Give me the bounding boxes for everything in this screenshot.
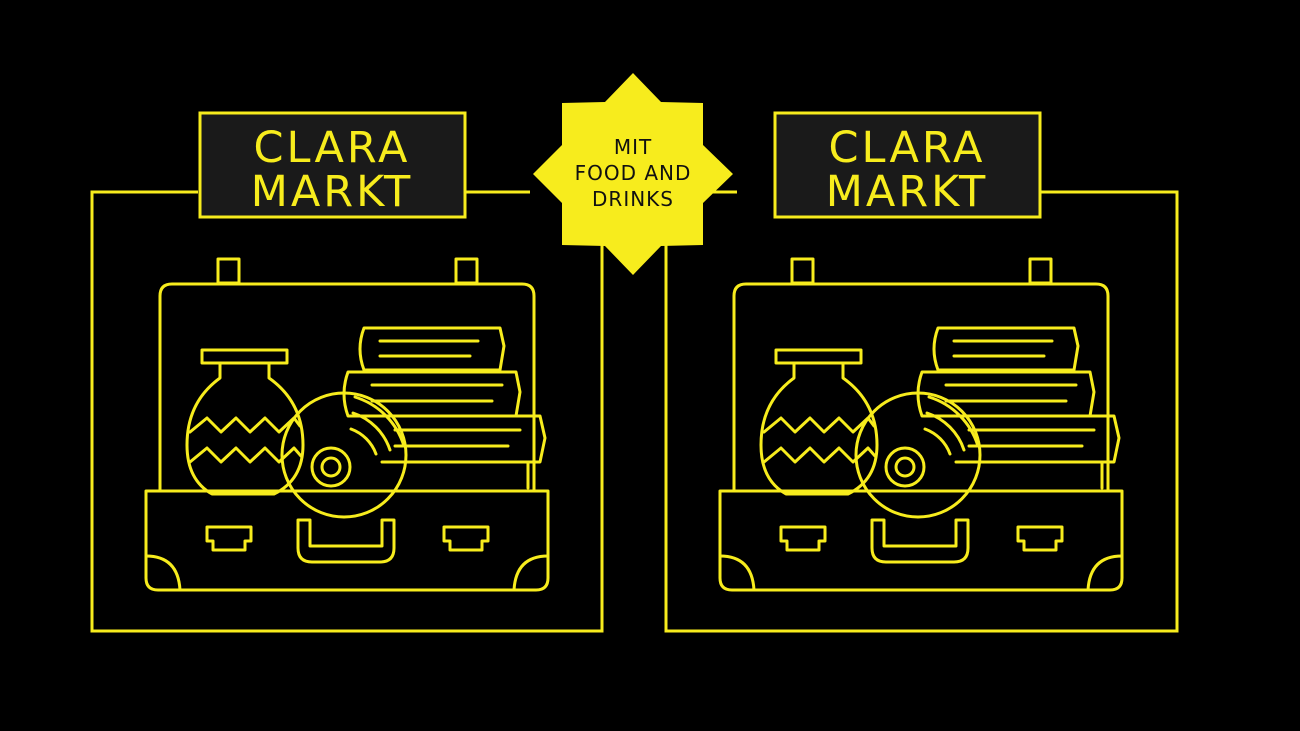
brand-line2: MARKT xyxy=(826,167,989,217)
open-suitcase-icon xyxy=(144,257,550,592)
open-suitcase-icon xyxy=(718,257,1124,592)
badge-line1: MIT xyxy=(614,135,652,159)
panel-right: CLARA MARKT xyxy=(664,111,1179,633)
brand-line2: MARKT xyxy=(251,167,414,217)
badge-line2: FOOD AND xyxy=(575,161,692,185)
panel-left: CLARA MARKT xyxy=(90,111,604,633)
eight-point-star-icon xyxy=(533,73,733,275)
food-drinks-badge: MIT FOOD AND DRINKS xyxy=(533,73,733,275)
brand-label-box xyxy=(773,111,1042,219)
brand-line1: CLARA xyxy=(254,123,411,173)
badge-line3: DRINKS xyxy=(592,187,674,211)
brand-label-box xyxy=(198,111,467,219)
brand-line1: CLARA xyxy=(829,123,986,173)
